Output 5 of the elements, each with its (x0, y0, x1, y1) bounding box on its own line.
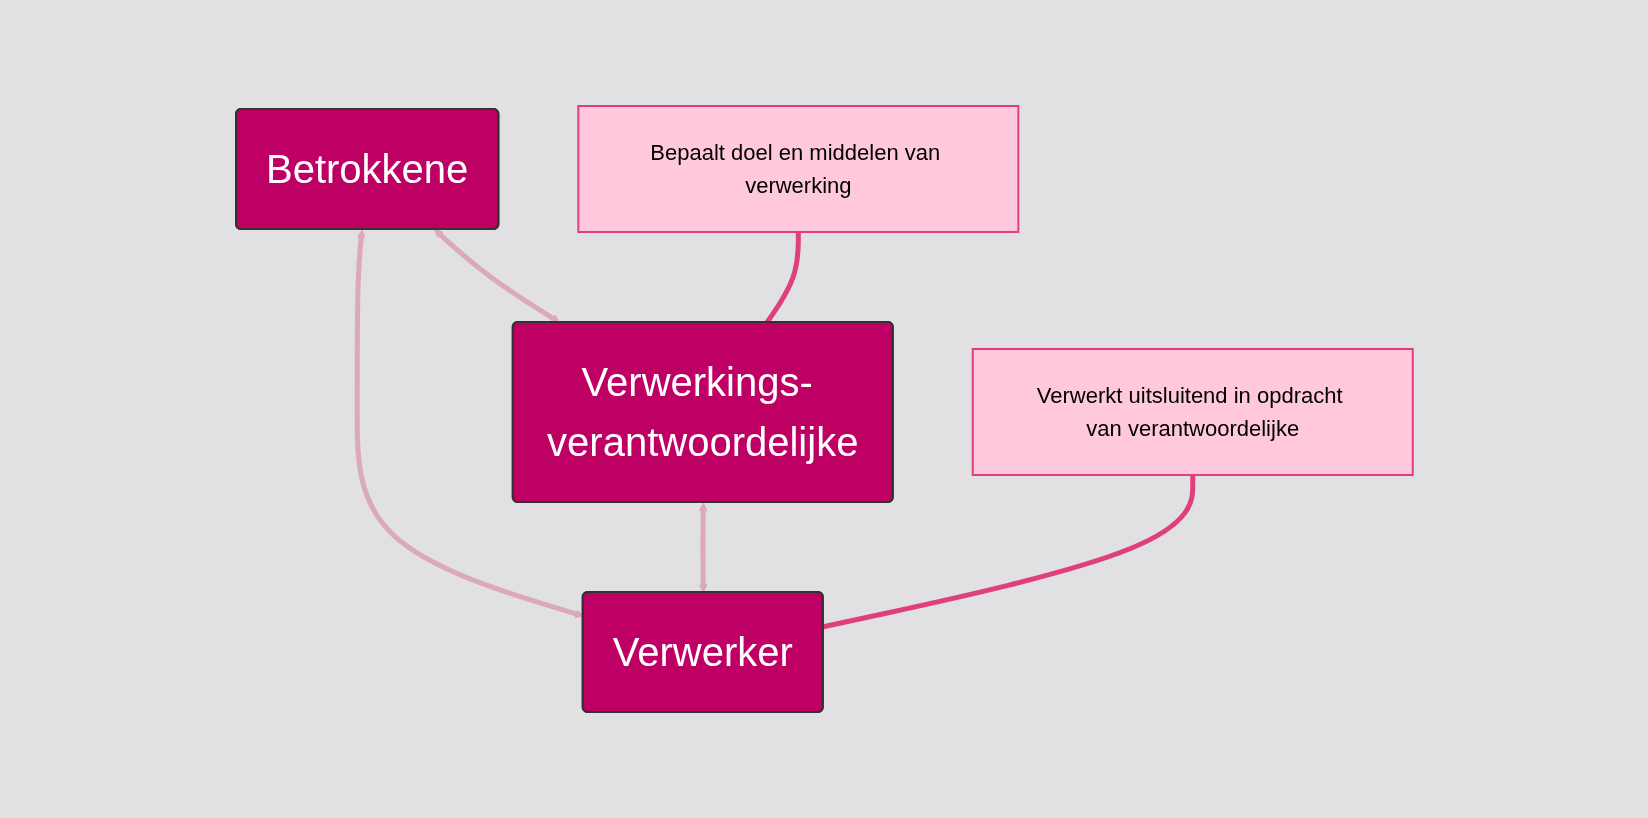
connector (822, 475, 1195, 630)
arrow (698, 502, 708, 593)
arrow (433, 229, 560, 323)
node-box: Verwerkt uitsluitend in opdracht van verantwoordelijke (971, 348, 1414, 476)
node-box: Bepaalt doel en middelen van verwerking (576, 105, 1019, 233)
